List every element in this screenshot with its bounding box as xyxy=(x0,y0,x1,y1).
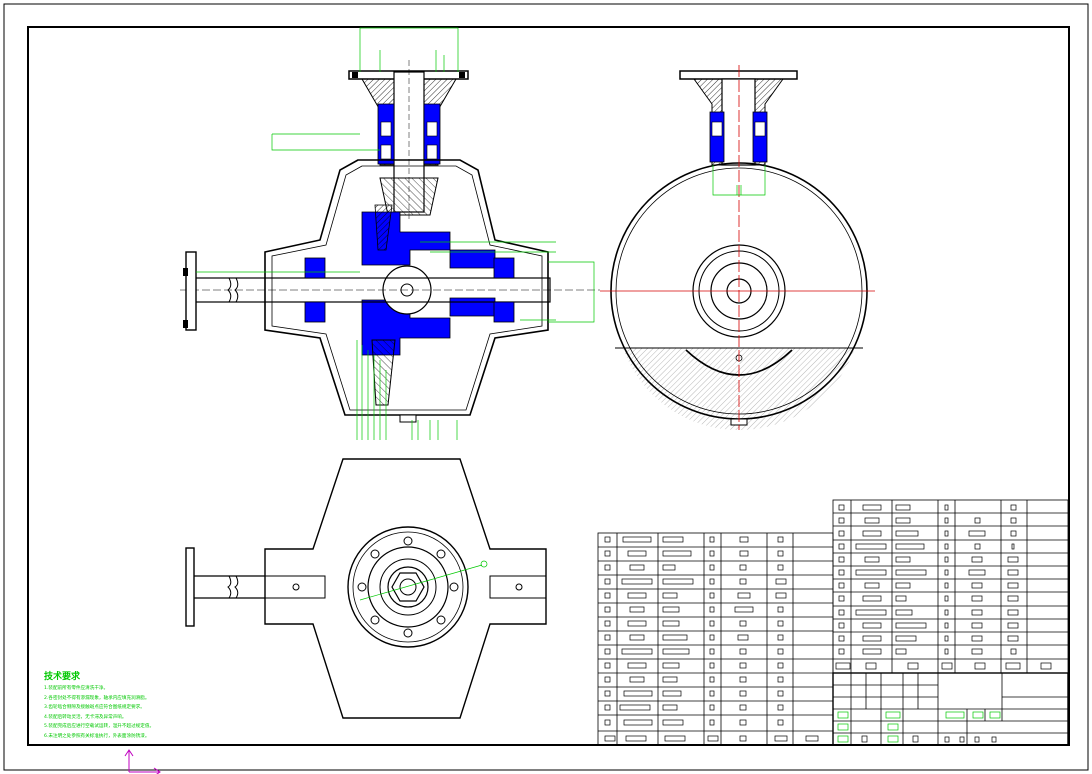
title-block-cells xyxy=(837,711,1001,743)
technical-requirement-line: 5.装配完成后应进行空载试运转，温升不超过规定值。 xyxy=(44,724,155,730)
ucs-axis-icon xyxy=(124,749,161,774)
parts-list-right-cells xyxy=(835,504,1052,670)
housing-outer xyxy=(264,159,549,416)
sheet-outer-border xyxy=(3,3,1089,771)
technical-requirement-line: 1.装配前所有零件应清洗干净。 xyxy=(44,686,109,691)
technical-requirement-line: 6.未注明之处参照有关标准执行，外表面涂防锈漆。 xyxy=(44,733,150,739)
technical-requirements: 技术要求 1.装配前所有零件应清洗干净。 2.各密封处不得有渗漏现象，轴承内应填… xyxy=(44,672,324,742)
technical-requirement-line: 2.各密封处不得有渗漏现象，轴承内应填充润滑脂。 xyxy=(44,695,150,701)
title-block xyxy=(832,672,1069,746)
top-view-outline xyxy=(264,458,547,719)
parts-list-left-cells xyxy=(604,536,819,742)
drawing-frame xyxy=(27,26,1070,746)
parts-list-right xyxy=(832,499,1069,674)
side-view xyxy=(600,65,875,431)
technical-requirement-line: 3.齿轮啮合侧隙及接触斑点应符合图纸规定要求。 xyxy=(44,705,145,711)
title-block-cells-black xyxy=(861,735,997,743)
technical-requirement-line: 4.装配后转动灵活，无卡滞及异常声响。 xyxy=(44,714,127,720)
front-section-view xyxy=(180,27,600,440)
top-view xyxy=(185,458,547,719)
technical-requirements-title: 技术要求 xyxy=(44,672,81,682)
output-flange xyxy=(185,251,197,331)
